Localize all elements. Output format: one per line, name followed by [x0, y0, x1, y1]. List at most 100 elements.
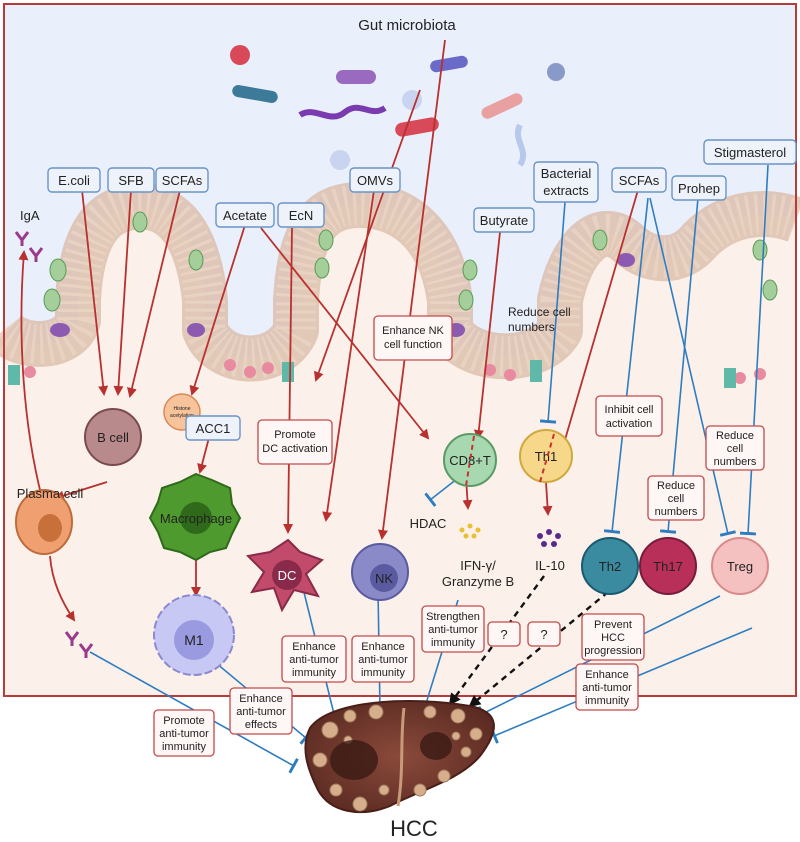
reduce-treg-line2: cell [727, 443, 744, 455]
inhibit-cell-line1: Inhibit cell [605, 404, 654, 416]
prevent-hcc-line1: Prevent [594, 619, 632, 631]
reduce-treg-box [705, 425, 765, 471]
b-cell-label: B cell [97, 430, 129, 445]
unknown-label-1: ? [500, 627, 507, 642]
ecoli-box [47, 167, 101, 193]
promote-dc-line1: Promote [274, 429, 316, 441]
epithelial-cells-texture [0, 185, 800, 379]
scfas-left-label: SCFAs [162, 173, 203, 188]
goblet-cells [43, 211, 778, 312]
promote-anti-box [153, 709, 215, 757]
dc-label: DC [278, 568, 297, 583]
gut-bacteria [230, 45, 565, 170]
omvs-label: OMVs [357, 173, 394, 188]
bacterium-coccus-red [230, 45, 250, 65]
th1-label: Th1 [535, 449, 557, 464]
promote-anti-line2: anti-tumor [159, 728, 209, 740]
enhance-right-line1: Enhance [585, 669, 628, 681]
promote-dc-box [257, 419, 333, 465]
stigmasterol-box [703, 139, 797, 165]
strengthen-line3: immunity [431, 637, 476, 649]
enhance-effects-box [229, 687, 293, 735]
scfas-right-label: SCFAs [619, 173, 660, 188]
reduce-treg-line1: Reduce [716, 430, 754, 442]
strengthen-box [421, 605, 485, 653]
prohep-box [671, 175, 727, 201]
ecoli-label: E.coli [58, 173, 90, 188]
enhance-right-line2: anti-tumor [582, 682, 632, 694]
hcc-label: HCC [390, 816, 438, 841]
promote-dc-line2: DC activation [262, 443, 327, 455]
unknown-box-1 [487, 621, 521, 647]
macrophage-label: Macrophage [160, 511, 232, 526]
ifn-line2: Granzyme B [442, 574, 514, 589]
enhance-effects-line1: Enhance [239, 693, 282, 705]
enhance-right-box [575, 663, 639, 711]
scfas-right-box [611, 167, 667, 193]
th17-cell [639, 537, 697, 595]
hcc-liver [304, 700, 495, 813]
inhibit-cell-line2: activation [606, 418, 652, 430]
enhance-nk-immunity-line3: immunity [361, 667, 406, 679]
bacterial-extracts-line1: Bacterial [541, 166, 592, 181]
omv-vesicle-2 [330, 150, 350, 170]
enhance-nk-line2: cell function [384, 339, 442, 351]
enhance-dc-line3: immunity [292, 667, 337, 679]
enhance-nk-immunity-line1: Enhance [361, 641, 404, 653]
iga-antibodies [14, 231, 94, 658]
enhance-dc-box [281, 635, 347, 683]
prevent-hcc-line3: progression [584, 645, 641, 657]
unknown-label-2: ? [540, 627, 547, 642]
reduce-cell-free-line2: numbers [508, 320, 555, 334]
activation-arrows [18, 39, 639, 622]
th17-label: Th17 [653, 559, 683, 574]
butyrate-box [473, 207, 535, 233]
macrophage-nucleus [180, 502, 212, 534]
strengthen-line1: Strengthen [426, 611, 480, 623]
butyrate-label: Butyrate [480, 213, 528, 228]
reduce-treg-line3: numbers [714, 456, 757, 468]
treg-label: Treg [727, 559, 753, 574]
ifn-line1: IFN-γ/ [460, 558, 496, 573]
reduce-th17-box [647, 475, 705, 521]
histone-line2: acetylation [170, 413, 194, 419]
enhance-right-line3: immunity [585, 695, 630, 707]
b-cell [84, 408, 142, 466]
reduce-th17-line3: numbers [655, 506, 698, 518]
histone-line1: Histone [174, 406, 191, 412]
promote-anti-line1: Promote [163, 715, 205, 727]
enhance-nk-immunity-line2: anti-tumor [358, 654, 408, 666]
th1-cell [519, 429, 573, 483]
nk-label: NK [375, 571, 393, 586]
plasma-cell-label: Plasma cell [17, 486, 84, 501]
th2-label: Th2 [599, 559, 621, 574]
frame [3, 3, 797, 697]
enhance-effects-line3: effects [245, 719, 278, 731]
prevent-hcc-line2: HCC [601, 632, 625, 644]
ecn-box [277, 202, 325, 228]
prevent-hcc-box [581, 613, 645, 661]
reduce-th17-line2: cell [668, 493, 685, 505]
cd8t-cell [443, 433, 497, 487]
omv-vesicle [402, 90, 422, 110]
bacterium-coccus-blue [547, 63, 565, 81]
prohep-label: Prohep [678, 181, 720, 196]
sfb-label: SFB [118, 173, 143, 188]
bacterial-extracts-line2: extracts [543, 183, 589, 198]
acetate-box [215, 202, 275, 228]
iga-label: IgA [20, 208, 40, 223]
ecn-label: EcN [289, 208, 314, 223]
acetate-label: Acetate [223, 208, 267, 223]
acc1-box [185, 415, 241, 441]
stimulus-boxes: E.coli SFB SCFAs Acetate EcN OMVs Butyra… [47, 139, 797, 233]
hdac-label: HDAC [410, 516, 447, 531]
enteroendocrine-cells [50, 253, 635, 337]
reduce-cell-free-line1: Reduce cell [508, 305, 571, 319]
unknown-box-2 [527, 621, 561, 647]
omvs-box [349, 167, 401, 193]
bacterial-extracts-box [533, 161, 599, 203]
m1-label: M1 [184, 632, 204, 648]
dc-nucleus [272, 560, 302, 590]
il10-dots [537, 529, 561, 547]
